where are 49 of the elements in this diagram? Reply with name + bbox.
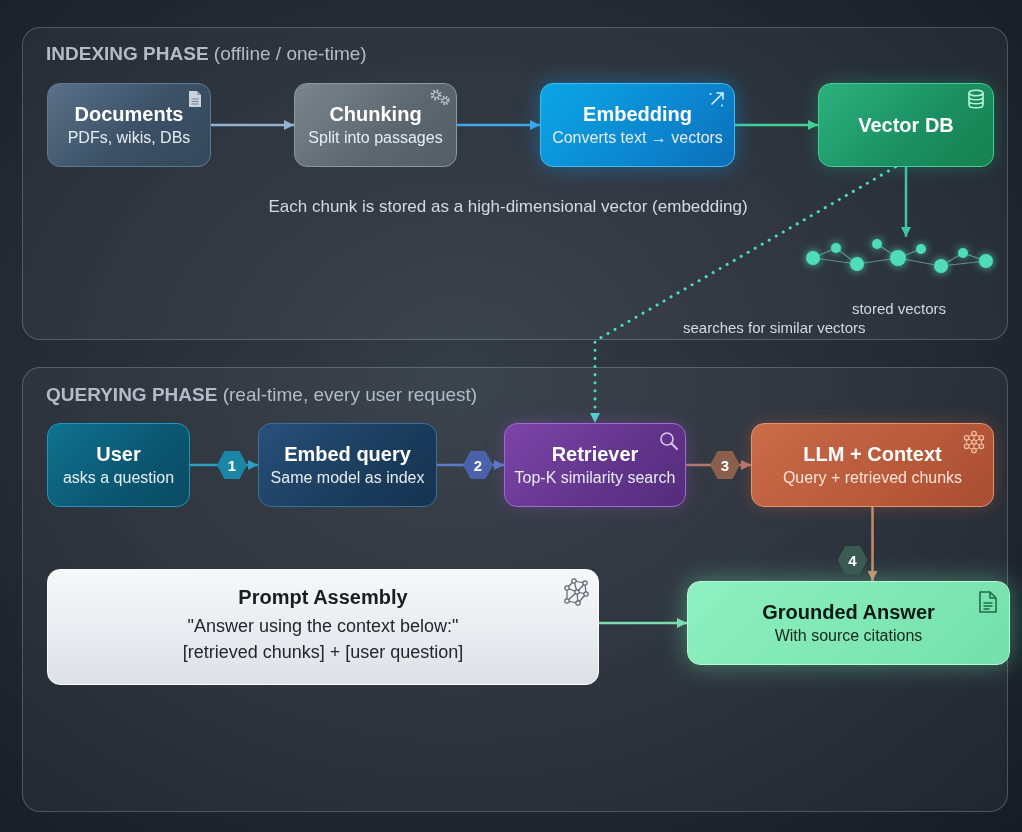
drawing-caption: stored vectors bbox=[851, 299, 947, 319]
process-box bbox=[818, 83, 994, 167]
process-box bbox=[47, 569, 599, 685]
arrow bbox=[867, 507, 878, 581]
process-box bbox=[687, 581, 1010, 665]
node-description: [retrieved chunks] + [user question] bbox=[182, 641, 464, 664]
arrow bbox=[457, 120, 540, 130]
process-box bbox=[751, 423, 994, 507]
arrow bbox=[735, 120, 818, 130]
arrow bbox=[599, 618, 687, 628]
node-title: Embedding bbox=[583, 102, 692, 127]
step-badge: 1 bbox=[217, 451, 247, 479]
node-title: Vector DB bbox=[858, 113, 954, 138]
node-title: Grounded Answer bbox=[762, 600, 935, 625]
node-description: Converts text → vectors bbox=[552, 128, 723, 148]
phase-heading: QUERYING PHASE (real-time, every user request) bbox=[46, 383, 478, 407]
node-description: PDFs, wikis, DBs bbox=[67, 128, 191, 148]
node-title: LLM + Context bbox=[803, 442, 942, 467]
node-description: Split into passages bbox=[308, 128, 443, 148]
node-title: Prompt Assembly bbox=[238, 585, 408, 610]
node-title: Retriever bbox=[551, 442, 639, 467]
process-box bbox=[258, 423, 437, 507]
node-description: Same model as index bbox=[270, 468, 425, 488]
node-description: With source citations bbox=[774, 626, 923, 646]
step-badge: 2 bbox=[463, 451, 493, 479]
process-box bbox=[504, 423, 686, 507]
node-description: "Answer using the context below:" bbox=[187, 615, 459, 638]
node-description: Top-K similarity search bbox=[514, 468, 676, 488]
edge-label: searches for similar vectors bbox=[683, 318, 866, 338]
process-box bbox=[294, 83, 457, 167]
phase-panel bbox=[22, 367, 1008, 812]
node-title: Documents bbox=[74, 102, 184, 127]
node-title: Chunking bbox=[329, 102, 422, 127]
node-title: User bbox=[96, 442, 141, 467]
phase-panel bbox=[22, 27, 1008, 340]
arrow bbox=[901, 167, 911, 237]
node-title: Embed query bbox=[284, 442, 411, 467]
process-box bbox=[47, 423, 190, 507]
vector-points-drawing bbox=[803, 237, 995, 275]
node-description: Query + retrieved chunks bbox=[782, 468, 963, 488]
note-text: Each chunk is stored as a high-dimensional vector (embedding) bbox=[268, 196, 748, 218]
process-box bbox=[47, 83, 211, 167]
node-description: asks a question bbox=[62, 468, 175, 488]
arrow bbox=[211, 120, 294, 130]
dotted-arrow bbox=[590, 165, 897, 425]
process-box bbox=[540, 83, 735, 167]
phase-heading: INDEXING PHASE (offline / one-time) bbox=[46, 42, 367, 66]
step-badge: 3 bbox=[710, 451, 740, 479]
step-badge: 4 bbox=[837, 546, 868, 574]
